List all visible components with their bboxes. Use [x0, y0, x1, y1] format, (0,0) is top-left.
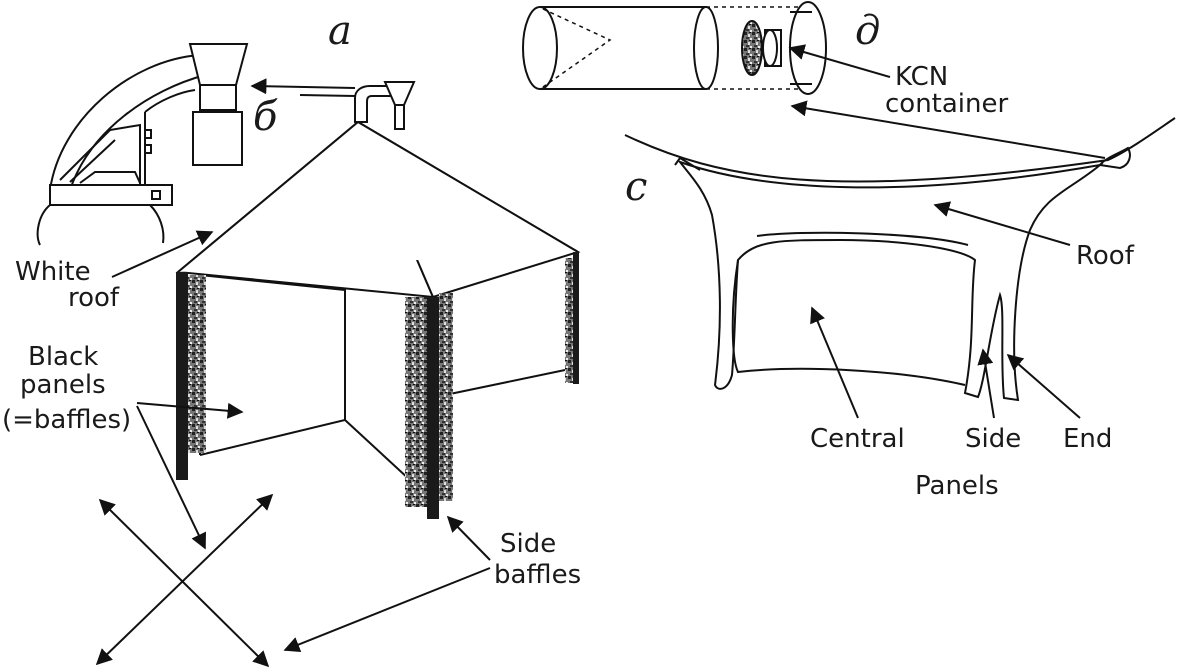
black-panels-label-2: panels	[20, 370, 106, 400]
side-baffles-leader-2	[283, 567, 491, 653]
center-baffle-mottle-left	[405, 297, 429, 507]
panel-letter-d: д	[855, 8, 880, 54]
hammock-rope	[624, 117, 1176, 183]
central-leader	[810, 306, 859, 419]
panel-letter-b: б	[253, 94, 278, 140]
end-leader	[1006, 353, 1081, 419]
kcn-mesh	[741, 20, 763, 76]
center-baffle-mottle-right	[439, 293, 453, 501]
kcn-label-1: KCN	[895, 62, 948, 92]
white-roof-label-2: roof	[68, 283, 120, 313]
tent-funnel	[383, 81, 416, 106]
black-panels-label-3: (=baffles)	[2, 405, 131, 435]
roof-label: Roof	[1076, 241, 1135, 271]
kcn-tube	[522, 1, 891, 95]
end-label: End	[1063, 424, 1112, 454]
collector-cup	[192, 111, 243, 166]
collector-funnel	[188, 43, 249, 86]
panel-letter-a: a	[328, 8, 352, 54]
side-baffles-label-2: baffles	[494, 560, 581, 590]
ground-arrow-1	[98, 498, 270, 668]
center-baffle-dark	[427, 297, 439, 519]
black-panels-leader-1	[136, 402, 244, 419]
kcn-label-2: container	[885, 89, 1009, 119]
left-baffle-dark	[176, 272, 188, 480]
black-panels-label-1: Black	[28, 342, 98, 372]
left-baffle-mottle	[188, 275, 206, 453]
white-roof-leader	[111, 230, 214, 278]
central-panel-outline	[731, 259, 966, 386]
kcn-leader	[788, 44, 891, 78]
ground-arrow-2	[95, 493, 274, 666]
central-label: Central	[810, 424, 905, 454]
black-panels-leader-2	[136, 405, 206, 550]
collector-outer-arc	[49, 54, 201, 191]
hammock-trap	[624, 117, 1176, 402]
tube-back-rim	[789, 1, 827, 95]
hammock-to-tube-arrow	[790, 100, 1106, 159]
right-baffle-dark	[573, 252, 579, 384]
roof-leader	[933, 201, 1071, 246]
side-baffles-label-1: Side	[500, 529, 556, 559]
transfer-arrow	[250, 78, 356, 95]
tube-front-rim	[522, 6, 558, 90]
white-roof-label-1: White	[15, 257, 91, 287]
tent-trap	[95, 81, 581, 668]
panel-letter-c: c	[625, 164, 647, 210]
side-baffles-leader-1	[446, 515, 491, 561]
panels-label: Panels	[915, 471, 999, 501]
side-label: Side	[965, 424, 1021, 454]
collector-device	[36, 43, 356, 246]
right-baffle-mottle	[565, 258, 573, 383]
side-leader	[977, 348, 995, 419]
tent-chimney	[354, 85, 393, 123]
collector-base	[49, 184, 173, 206]
hammock-body	[677, 159, 1104, 402]
